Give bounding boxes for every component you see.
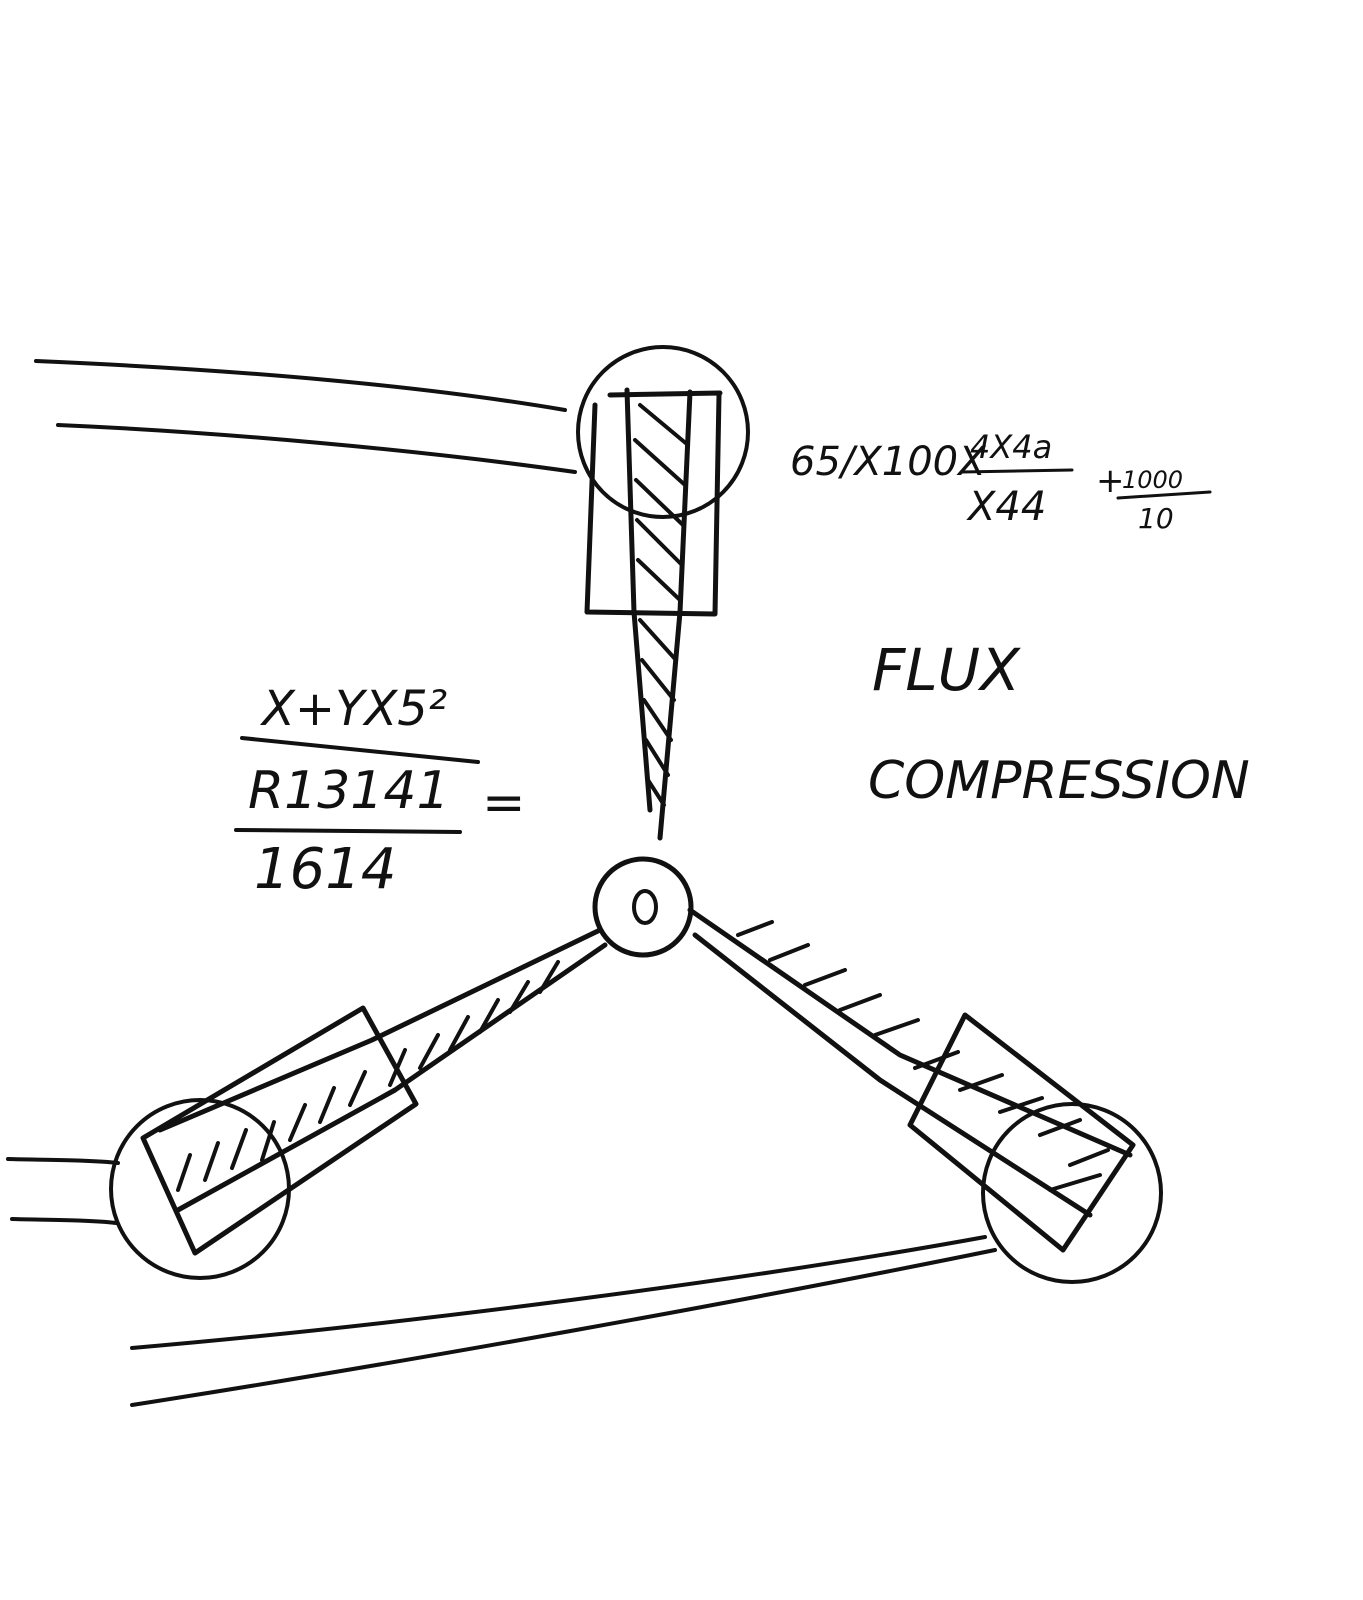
formula-top-frac1-numerator: 4X4a <box>970 428 1052 466</box>
formula-left-line1: X+YX5² <box>259 681 447 737</box>
formula-left: X+YX5² R13141 1614 = <box>234 681 526 902</box>
top-terminal-circle <box>576 345 750 519</box>
wire-bottom-2 <box>130 1248 997 1407</box>
right-hatching <box>736 920 1110 1192</box>
title-compression: COMPRESSION <box>868 751 1250 811</box>
formula-left-line3: 1614 <box>254 837 397 902</box>
formula-top-frac1-denominator: X44 <box>966 484 1046 530</box>
formula-top-prefix: 65/X100X <box>790 439 987 485</box>
formula-top-frac2-numerator: 1000 <box>1122 466 1183 494</box>
formula-top-frac2-denominator: 10 <box>1138 502 1174 535</box>
right-arm <box>687 907 1163 1284</box>
formula-left-line2: R13141 <box>248 761 450 821</box>
formula-top-plus: + <box>1096 461 1125 501</box>
top-hatching <box>633 403 690 807</box>
wire-left-1 <box>6 1157 120 1165</box>
formula-left-equals: = <box>482 773 526 833</box>
right-terminal-circle <box>981 1102 1163 1284</box>
left-electrode <box>157 927 608 1213</box>
top-housing <box>584 390 723 617</box>
left-housing <box>140 1005 419 1256</box>
wire-top-1 <box>34 359 567 412</box>
title-flux: FLUX <box>872 636 1021 704</box>
wire-left-2 <box>10 1217 118 1225</box>
center-hub <box>592 856 694 958</box>
center-hub-mark <box>632 889 658 925</box>
top-arm <box>576 345 750 841</box>
right-housing <box>907 1012 1136 1253</box>
wire-top-2 <box>56 423 577 474</box>
right-electrode <box>687 907 1133 1218</box>
left-arm <box>109 927 608 1280</box>
formula-top: 65/X100X 4X4a X44 + 1000 10 <box>790 428 1212 535</box>
left-hatching <box>176 960 560 1192</box>
top-electrode <box>624 387 693 841</box>
wire-bottom-1 <box>130 1235 987 1350</box>
